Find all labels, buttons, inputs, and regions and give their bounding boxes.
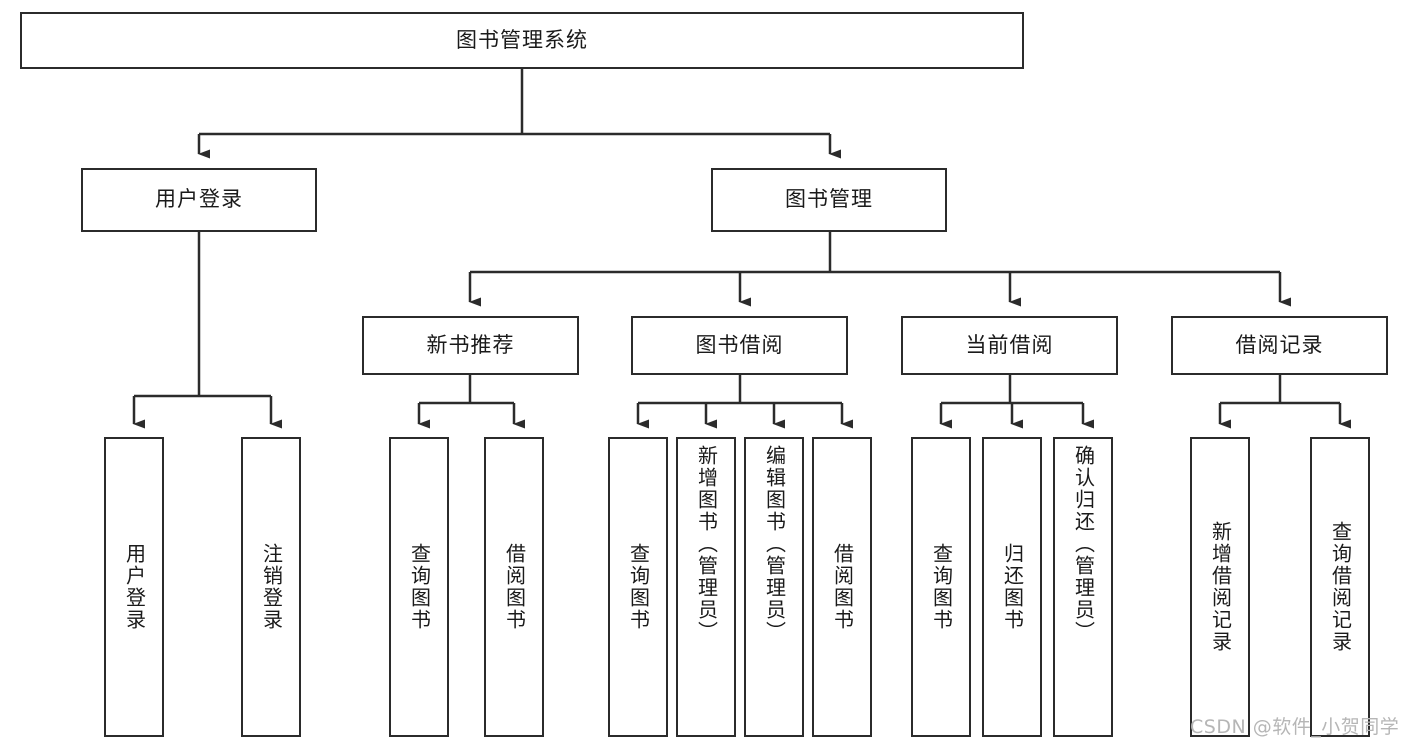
node-leaf-confirm-return-label: 确认归还（管理员） (1071, 445, 1096, 643)
node-root-label: 图书管理系统 (456, 27, 588, 52)
node-leaf-query-book-2-label: 查询图书 (626, 543, 651, 631)
node-leaf-borrow-book-1-label: 借阅图书 (502, 543, 527, 631)
node-leaf-edit-book-label: 编辑图书（管理员） (762, 445, 787, 643)
node-user-login-label: 用户登录 (155, 187, 243, 212)
node-leaf-query-record[interactable]: 查询借阅记录 (1310, 437, 1370, 737)
node-leaf-user-login-label: 用户登录 (122, 543, 147, 631)
node-book-borrow-label: 图书借阅 (695, 332, 784, 357)
node-user-login[interactable]: 用户登录 (81, 168, 317, 232)
node-leaf-query-record-label: 查询借阅记录 (1328, 521, 1353, 653)
node-leaf-return-book[interactable]: 归还图书 (982, 437, 1042, 737)
node-current-borrow-label: 当前借阅 (965, 332, 1054, 357)
node-borrow-record[interactable]: 借阅记录 (1171, 316, 1388, 375)
node-leaf-user-login[interactable]: 用户登录 (104, 437, 164, 737)
node-leaf-query-book-3[interactable]: 查询图书 (911, 437, 971, 737)
node-book-management[interactable]: 图书管理 (711, 168, 947, 232)
node-leaf-add-book[interactable]: 新增图书（管理员） (676, 437, 736, 737)
node-book-borrow[interactable]: 图书借阅 (631, 316, 848, 375)
node-leaf-query-book-2[interactable]: 查询图书 (608, 437, 668, 737)
node-new-book-recommend-label: 新书推荐 (426, 332, 515, 357)
node-leaf-add-record-label: 新增借阅记录 (1208, 521, 1233, 653)
node-leaf-add-record[interactable]: 新增借阅记录 (1190, 437, 1250, 737)
node-borrow-record-label: 借阅记录 (1235, 332, 1324, 357)
node-leaf-borrow-book-2[interactable]: 借阅图书 (812, 437, 872, 737)
node-leaf-query-book-3-label: 查询图书 (929, 543, 954, 631)
node-leaf-logout-label: 注销登录 (259, 543, 284, 631)
node-new-book-recommend[interactable]: 新书推荐 (362, 316, 579, 375)
node-leaf-return-book-label: 归还图书 (1000, 543, 1025, 631)
node-leaf-borrow-book-1[interactable]: 借阅图书 (484, 437, 544, 737)
node-current-borrow[interactable]: 当前借阅 (901, 316, 1118, 375)
watermark: CSDN @软件_小贺同学 (1190, 716, 1400, 738)
node-root[interactable]: 图书管理系统 (20, 12, 1024, 69)
node-leaf-query-book-1[interactable]: 查询图书 (389, 437, 449, 737)
node-leaf-logout[interactable]: 注销登录 (241, 437, 301, 737)
node-leaf-confirm-return[interactable]: 确认归还（管理员） (1053, 437, 1113, 737)
node-leaf-borrow-book-2-label: 借阅图书 (830, 543, 855, 631)
node-leaf-add-book-label: 新增图书（管理员） (694, 445, 719, 643)
node-leaf-edit-book[interactable]: 编辑图书（管理员） (744, 437, 804, 737)
node-book-management-label: 图书管理 (785, 187, 873, 212)
node-leaf-query-book-1-label: 查询图书 (407, 543, 432, 631)
